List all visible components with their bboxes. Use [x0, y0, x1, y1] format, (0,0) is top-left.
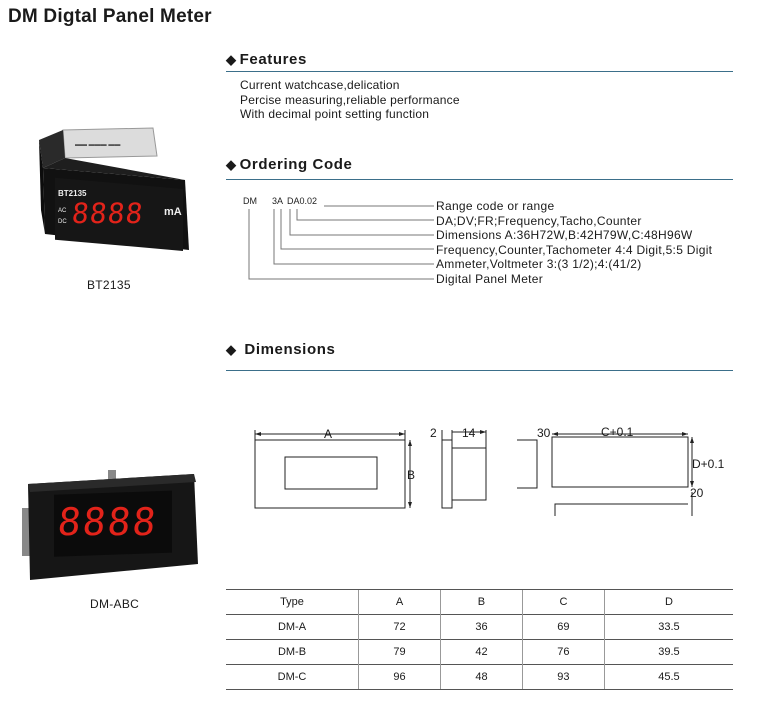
- bt2135-ac-label: AC: [58, 208, 67, 214]
- table-cell: 69: [521, 614, 605, 640]
- bt2135-panel-label: BT2135: [58, 189, 87, 198]
- features-rule: [226, 71, 733, 72]
- table-row: DM-B 79 42 76 39.5: [226, 639, 733, 665]
- table-cell: 96: [358, 664, 441, 690]
- bt2135-unit-label: mA: [164, 206, 182, 218]
- table-cell: 36: [439, 614, 523, 640]
- code-part-3a: 3A: [272, 196, 284, 206]
- ordering-label: Ammeter,Voltmeter 3:(3 1/2);4:(41/2): [436, 257, 642, 272]
- ordering-label: Digital Panel Meter: [436, 271, 544, 286]
- table-row: DM-C 96 48 93 45.5: [226, 664, 733, 690]
- table-header-row: Type A B C D: [226, 589, 733, 615]
- feature-line: Current watchcase,delication: [240, 78, 400, 92]
- page-title: DM Digtal Panel Meter: [8, 6, 212, 27]
- ordering-code-leader-lines: [248, 205, 434, 280]
- table-cell: 93: [521, 664, 605, 690]
- bt2135-dc-label: DC: [58, 219, 67, 225]
- dm-abc-led-display: 8888: [55, 500, 160, 544]
- feature-line: With decimal point setting function: [240, 107, 430, 121]
- diamond-bullet-icon: ◆: [226, 52, 237, 67]
- code-part-da: DA0.02: [287, 196, 318, 206]
- table-cell: 45.5: [603, 664, 733, 690]
- dim-label-20: 20: [690, 486, 704, 500]
- table-cell: 79: [358, 639, 441, 665]
- dimension-table: Type A B C D DM-A 72 36 69 33.5 DM-B 79 …: [226, 589, 733, 690]
- feature-line: Percise measuring,reliable performance: [240, 92, 460, 107]
- table-cell: 42: [439, 639, 523, 665]
- diamond-bullet-icon: ◆: [226, 342, 237, 357]
- dim-label-d: D+0.1: [692, 457, 725, 471]
- table-row: DM-A 72 36 69 33.5: [226, 614, 733, 640]
- dim-label-30: 30: [537, 426, 551, 440]
- ordering-label: Range code or range: [436, 199, 555, 213]
- dim-label-b: B: [407, 468, 416, 482]
- features-list: Current watchcase,delication Percise mea…: [240, 78, 460, 122]
- table-header-cell: C: [521, 589, 605, 615]
- table-cell: 76: [521, 639, 605, 665]
- table-header-cell: D: [603, 589, 733, 615]
- dm-abc-meter-image: [22, 470, 198, 580]
- bt2135-led-display: 8888: [70, 197, 146, 230]
- table-cell: DM-C: [226, 664, 359, 690]
- dim-label-a: A: [324, 427, 333, 441]
- table-cell: 72: [358, 614, 441, 640]
- ordering-label: Frequency,Counter,Tachometer 4:4 Digit,5…: [436, 242, 713, 257]
- ordering-labels: Range code or range DA;DV;FR;Frequency,T…: [436, 199, 712, 287]
- ordering-label: DA;DV;FR;Frequency,Tacho,Counter: [436, 213, 642, 228]
- dimensions-heading: ◆ Dimensions: [226, 341, 336, 358]
- dim-label-14: 14: [462, 426, 476, 440]
- dimensions-rule: [226, 370, 733, 371]
- table-cell: DM-B: [226, 639, 359, 665]
- dm-abc-caption: DM-ABC: [90, 597, 140, 611]
- ordering-heading: ◆Ordering Code: [226, 156, 353, 173]
- bt2135-meter-image: ▬▬ ▬▬▬ ▬▬: [39, 127, 189, 251]
- ordering-label: Dimensions A:36H72W,B:42H79W,C:48H96W: [436, 228, 693, 243]
- dim-label-c: C+0.1: [601, 425, 634, 439]
- code-part-dm: DM: [243, 196, 257, 206]
- table-header-cell: A: [358, 589, 441, 615]
- table-cell: 33.5: [603, 614, 733, 640]
- ordering-rule: [226, 179, 733, 180]
- dimension-drawing: [254, 430, 694, 516]
- dim-label-2: 2: [430, 426, 437, 440]
- diamond-bullet-icon: ◆: [226, 157, 237, 172]
- svg-text:▬▬ ▬▬▬ ▬▬: ▬▬ ▬▬▬ ▬▬: [75, 142, 120, 148]
- table-cell: DM-A: [226, 614, 359, 640]
- features-heading: ◆Features: [226, 51, 307, 68]
- table-cell: 48: [439, 664, 523, 690]
- table-cell: 39.5: [603, 639, 733, 665]
- table-header-cell: B: [439, 589, 523, 615]
- bt2135-caption: BT2135: [87, 278, 131, 292]
- table-header-cell: Type: [226, 589, 359, 615]
